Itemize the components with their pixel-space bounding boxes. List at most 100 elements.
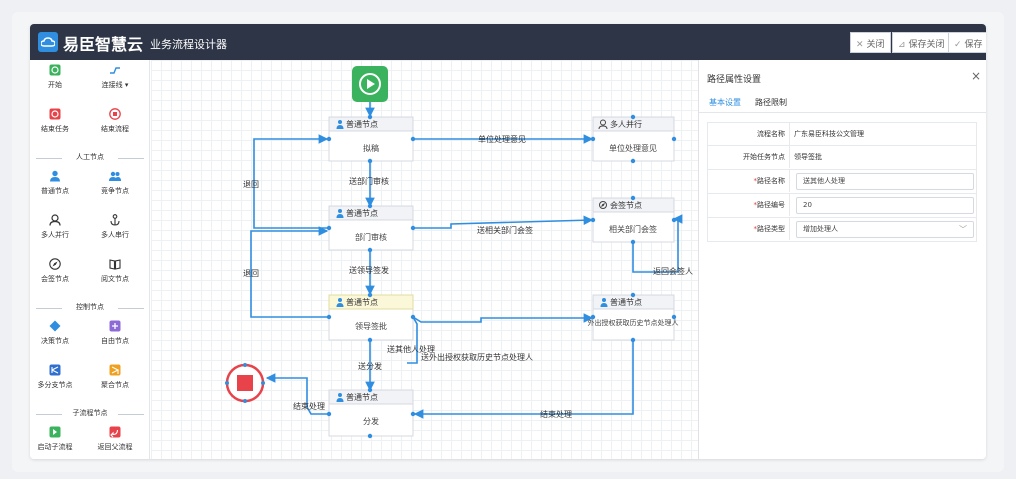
edge-back-1[interactable]: [253, 134, 329, 229]
label-back-1: 退回: [243, 180, 259, 189]
node-palette: 开始 连接线 ▾ 结束任务 结束流程 人工节点 普通节点 竞争节点 多人并行: [30, 60, 150, 459]
palette-branch-label: 多分支节点: [37, 381, 73, 389]
node-leader-label: 领导签批: [355, 321, 387, 331]
palette-countersign[interactable]: 会签节点: [30, 258, 80, 284]
path-no-input[interactable]: 20: [796, 197, 974, 214]
flow-name-value: 广东易臣科技公文管理: [794, 130, 864, 138]
anchor-icon: [110, 214, 120, 226]
row-flow-name: 流程名称 广东易臣科技公文管理: [707, 122, 977, 146]
palette-multi-serial[interactable]: 多人串行: [90, 214, 140, 240]
node-leader-header: 普通节点: [346, 297, 378, 307]
merge-icon: [109, 364, 121, 376]
panel-tabs: 基本设置 路径限制: [699, 93, 986, 113]
palette-start-label: 开始: [48, 81, 62, 89]
node-related-countersign[interactable]: 会签节点 相关部门会签: [590, 195, 677, 245]
palette-branch[interactable]: 多分支节点: [30, 364, 80, 390]
node-dispatch-header: 普通节点: [346, 392, 378, 402]
save-close-icon: ⊿: [898, 40, 906, 50]
palette-end-task[interactable]: 结束任务: [30, 108, 80, 134]
palette-start[interactable]: 开始: [30, 64, 80, 90]
path-type-value: 增加处理人: [803, 225, 838, 233]
palette-connector[interactable]: 连接线 ▾: [90, 64, 140, 90]
flow-designer-window: 易臣智慧云 业务流程设计器 ✕关闭 ⊿保存关闭 ✓保存 开始 连接线 ▾ 结束任…: [30, 24, 986, 459]
node-draft-label: 拟稿: [363, 143, 379, 153]
palette-multi-parallel[interactable]: 多人并行: [30, 214, 80, 240]
edge-to-outside[interactable]: [412, 313, 594, 323]
path-name-label-text: 路径名称: [757, 177, 785, 185]
node-leader-approval[interactable]: 普通节点 领导签批: [326, 292, 416, 343]
node-related-header: 会签节点: [610, 200, 642, 210]
palette-normal-node-label: 普通节点: [41, 187, 69, 195]
node-outside-auth[interactable]: 普通节点 外出授权获取历史节点处理人: [588, 292, 679, 343]
palette-end-flow[interactable]: 结束流程: [90, 108, 140, 134]
node-dept-header: 普通节点: [346, 208, 378, 218]
tab-basic-settings[interactable]: 基本设置: [709, 98, 741, 107]
app-subtitle: 业务流程设计器: [150, 38, 227, 51]
palette-competing-node[interactable]: 竞争节点: [90, 170, 140, 196]
palette-free[interactable]: 自由节点: [90, 320, 140, 346]
label-unit-opinion: 单位处理意见: [478, 134, 526, 144]
close-button[interactable]: ✕关闭: [850, 32, 891, 53]
save-close-button[interactable]: ⊿保存关闭: [892, 32, 951, 53]
node-related-label: 相关部门会签: [609, 224, 657, 234]
palette-merge-label: 聚合节点: [101, 381, 129, 389]
node-dept-label: 部门审核: [355, 232, 387, 242]
section-manual-nodes: 人工节点: [36, 152, 144, 164]
path-type-label-text: 路径类型: [757, 225, 785, 233]
edge-end-handle[interactable]: [265, 373, 329, 415]
palette-circulate[interactable]: 阅文节点: [90, 258, 140, 284]
connector-icon: [110, 67, 120, 74]
group-icon: [49, 214, 61, 226]
tab-path-limits[interactable]: 路径限制: [755, 98, 787, 107]
start-node[interactable]: [352, 66, 388, 102]
save-button[interactable]: ✓保存: [948, 32, 986, 53]
path-name-label: *路径名称: [708, 170, 790, 192]
path-name-input[interactable]: 送其他人处理: [796, 173, 974, 190]
section-subprocess-nodes: 子流程节点: [36, 408, 144, 420]
row-path-type: *路径类型 增加处理人﹀: [707, 218, 977, 242]
node-outside-label: 外出授权获取历史节点处理人: [588, 318, 679, 327]
book-icon: [109, 259, 121, 270]
path-no-label-text: 路径编号: [757, 201, 785, 209]
palette-circulate-label: 阅文节点: [101, 275, 129, 283]
palette-competing-node-label: 竞争节点: [101, 187, 129, 195]
node-dispatch-label: 分发: [363, 416, 379, 426]
node-draft-header: 普通节点: [346, 119, 378, 129]
node-draft[interactable]: 普通节点 拟稿: [326, 114, 416, 164]
start-icon: [49, 64, 61, 76]
palette-decision[interactable]: 决策节点: [30, 320, 80, 346]
end-node[interactable]: [225, 363, 265, 403]
palette-end-flow-label: 结束流程: [101, 125, 129, 133]
label-to-dept: 送部门审核: [349, 176, 389, 186]
save-label: 保存: [964, 40, 983, 50]
palette-merge[interactable]: 聚合节点: [90, 364, 140, 390]
end-task-icon: [49, 108, 61, 120]
label-back-countersign: 返回会签人: [653, 266, 693, 276]
node-unit-opinion[interactable]: 多人并行 单位处理意见: [590, 114, 677, 164]
panel-close-icon[interactable]: ×: [971, 69, 982, 83]
label-to-outside: 送外出授权获取历史节点处理人: [421, 352, 533, 362]
palette-multi-parallel-label: 多人并行: [41, 231, 69, 239]
flow-canvas[interactable]: 单位处理意见 送部门审核 退回 送相关部门会签 送领导签发 退回 返回会签人 送…: [151, 60, 698, 459]
path-type-select[interactable]: 增加处理人﹀: [796, 221, 974, 238]
palette-start-subprocess[interactable]: 启动子流程: [30, 426, 80, 452]
path-type-label: *路径类型: [708, 218, 790, 240]
palette-normal-node[interactable]: 普通节点: [30, 170, 80, 196]
row-path-no: *路径编号 20: [707, 194, 977, 218]
edge-to-related[interactable]: [413, 215, 594, 229]
edge-back-2[interactable]: [250, 226, 329, 318]
palette-return-subprocess[interactable]: 返回父流程: [90, 426, 140, 452]
edge-finish-handle[interactable]: [413, 340, 634, 419]
compass-icon: [49, 258, 61, 270]
start-node-value: 领导签批: [794, 153, 822, 161]
brand-name: 易臣智慧云: [63, 35, 144, 54]
row-start-node: 开始任务节点 领导签批: [707, 146, 977, 170]
node-dept-review[interactable]: 普通节点 部门审核: [326, 203, 416, 253]
header-bar: 易臣智慧云 业务流程设计器 ✕关闭 ⊿保存关闭 ✓保存: [30, 24, 986, 60]
edge-to-other[interactable]: [407, 316, 418, 364]
free-node-icon: [109, 320, 121, 332]
edge-lines: [250, 102, 683, 419]
edge-back-countersign[interactable]: [632, 198, 683, 273]
node-dispatch[interactable]: 普通节点 分发: [326, 387, 416, 439]
palette-return-subprocess-label: 返回父流程: [97, 443, 133, 451]
